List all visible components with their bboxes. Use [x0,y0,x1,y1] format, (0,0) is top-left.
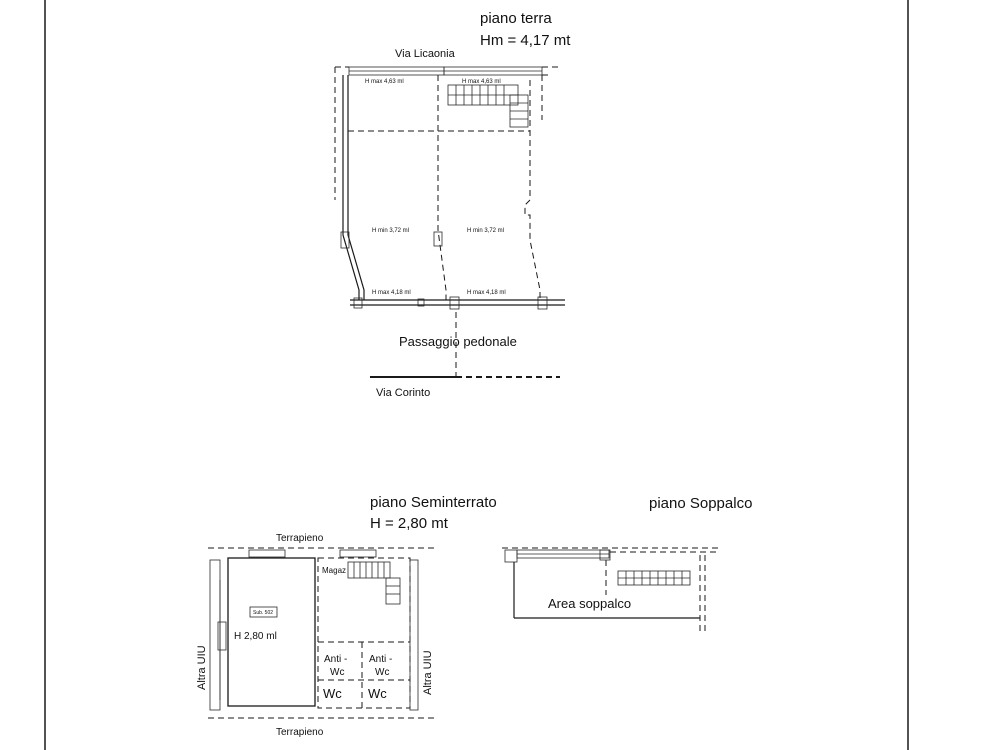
left-wall-inner [347,75,365,300]
basement-top-wall-1 [248,549,286,558]
street-bottom-label: Via Corinto [376,387,430,399]
stair-ground [447,84,529,128]
mezzanine-title: piano Soppalco [649,495,752,512]
walkway-label: Passaggio pedonale [399,334,517,349]
magaz-label: Magaz [322,566,346,575]
sub-tag-box [249,606,278,618]
left-wall-pillar [340,231,350,249]
h-min-left: H min 3,72 ml [372,228,409,234]
h-max-top-left: H max 4,63 ml [365,79,404,85]
basement-plan: piano Seminterrato H = 2,80 mt Terrapien… [196,494,497,738]
basement-left-wall [209,559,221,711]
anti-wc-1: Anti -Wc [324,654,347,678]
basement-room-height: H 2,80 ml [234,631,277,642]
h-max-top-right: H max 4,63 ml [462,79,501,85]
anti-wc-2: Anti -Wc [369,654,392,678]
stair-mezzanine [617,570,691,586]
stair-basement [347,561,401,605]
basement-title: piano Seminterrato [370,494,497,511]
h-max-bottom-left: H max 4,18 ml [372,290,411,296]
mezz-mid-pillar [599,549,611,561]
facade-pillar-3 [449,296,460,310]
basement-right-wall [409,559,419,711]
basement-top-wall-2 [339,549,377,558]
street-top-label: Via Licaonia [395,48,456,60]
mezz-left-pillar [504,549,518,563]
wc-1: Wc [323,686,342,701]
bstair-box [347,561,391,579]
left-wall-outer [342,75,360,300]
middle-divider [437,75,447,300]
altra-uiu-right: Altra UIU [422,650,434,695]
facade-pillar-4 [537,296,548,310]
facade-pillar-1 [353,297,363,309]
right-wall [524,80,541,300]
basement-service-zone [317,557,411,709]
ground-floor-title: piano terra [480,10,552,27]
area-soppalco-label: Area soppalco [548,596,631,611]
ground-floor-plan: piano terra Hm = 4,17 mt Via Licaonia [334,10,571,399]
h-max-bottom-right: H max 4,18 ml [467,290,506,296]
altra-uiu-left: Altra UIU [196,645,208,690]
wc-2: Wc [368,686,387,701]
mezzanine-plan: piano Soppalco Area soppalco [502,495,752,632]
h-min-right: H min 3,72 ml [467,228,504,234]
ground-floor-height: Hm = 4,17 mt [480,32,571,49]
terrapieno-bottom: Terrapieno [276,727,324,738]
bstair-landing [385,577,401,605]
facade-pillar-2 [417,298,425,307]
middle-pillar [433,231,443,247]
basement-main-room [227,557,316,707]
basement-left-door [217,621,227,651]
terrapieno-top: Terrapieno [276,533,324,544]
sub-tag: Sub. 502 [253,610,273,616]
basement-height: H = 2,80 mt [370,515,449,532]
